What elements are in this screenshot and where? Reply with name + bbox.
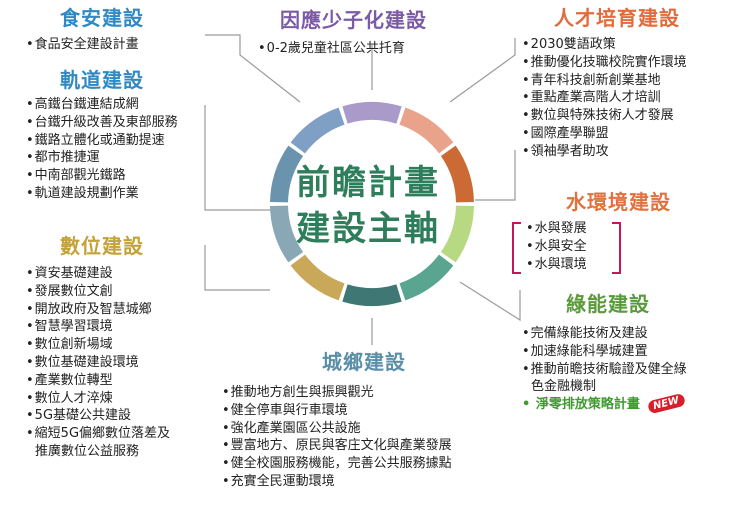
list-childcare: 0-2歲兒童社區公共托育 — [258, 40, 405, 58]
list-item: 數位人才淬煉 — [26, 390, 170, 408]
center-title-line1: 前瞻計畫 — [296, 163, 440, 203]
list-item: 重點產業高階人才培訓 — [522, 89, 687, 107]
list-item: 青年科技創新創業基地 — [522, 72, 687, 90]
list-item: 產業數位轉型 — [26, 372, 170, 390]
list-item: 2030雙語政策 — [522, 36, 687, 54]
wheel-segment — [270, 205, 304, 263]
list-item: 充實全民運動環境 — [222, 473, 452, 491]
list-item: 0-2歲兒童社區公共托育 — [258, 40, 405, 58]
list-item: 軌道建設規劃作業 — [26, 185, 178, 203]
list-item: 高鐵台鐵連結成網 — [26, 96, 178, 114]
list-item: 水與環境 — [526, 256, 587, 274]
list-item: 健全停車與行車環境 — [222, 402, 452, 420]
section-title-rail: 軌道建設 — [60, 68, 144, 92]
list-food-safety: 食品安全建設計畫 — [26, 36, 139, 54]
list-urban: 推動地方創生與振興觀光 健全停車與行車環境 強化產業園區公共設施 豐富地方、原民… — [222, 384, 452, 491]
list-green: 完備綠能技術及建設 加速綠能科學城建置 推動前瞻技術驗證及健全綠 色金融機制 淨… — [522, 325, 687, 415]
section-title-urban: 城鄉建設 — [322, 350, 406, 374]
list-item: 數位基礎建設環境 — [26, 354, 170, 372]
list-item: 推動前瞻技術驗證及健全綠 — [522, 361, 687, 379]
list-item-continued: 色金融機制 — [531, 379, 597, 395]
list-item: 國際產學聯盟 — [522, 125, 687, 143]
bracket-right — [612, 222, 621, 274]
list-item: 鐵路立體化或通勤提速 — [26, 132, 178, 150]
list-item: 智慧學習環境 — [26, 318, 170, 336]
list-item: 水與發展 — [526, 220, 587, 238]
list-item: 資安基礎建設 — [26, 265, 170, 283]
list-item: 完備綠能技術及建設 — [522, 325, 687, 343]
list-item: 數位創新場域 — [26, 336, 170, 354]
list-item: 水與安全 — [526, 238, 587, 256]
section-title-childcare: 因應少子化建設 — [280, 8, 427, 32]
section-title-digital: 數位建設 — [60, 234, 144, 258]
new-badge: NEW — [647, 392, 687, 415]
wheel-segment — [342, 102, 402, 124]
list-item: 發展數位文創 — [26, 283, 170, 301]
wheel-segment — [440, 205, 474, 263]
list-item-new: 淨零排放策略計畫 NEW — [522, 392, 687, 415]
list-item: 縮短5G偏鄉數位落差及 — [26, 425, 170, 443]
list-water: 水與發展 水與安全 水與環境 — [526, 220, 587, 273]
center-title: 前瞻計畫 建設主軸 — [268, 160, 468, 252]
list-item: 5G基礎公共建設 — [26, 407, 170, 425]
center-title-line2: 建設主軸 — [296, 209, 440, 249]
wheel-segment — [440, 145, 474, 203]
section-title-talent: 人才培育建設 — [554, 6, 680, 30]
new-item-label: 淨零排放策略計畫 — [535, 397, 640, 413]
list-item: 數位與特殊技術人才發展 — [522, 107, 687, 125]
list-digital: 資安基礎建設 發展數位文創 開放政府及智慧城鄉 智慧學習環境 數位創新場域 數位… — [26, 265, 170, 461]
list-item: 推廣數位公益服務 — [35, 443, 140, 459]
list-item: 開放政府及智慧城鄉 — [26, 301, 170, 319]
wheel-segment — [290, 107, 345, 154]
wheel-center-disk — [288, 120, 456, 288]
list-item: 健全校園服務機能，完善公共服務據點 — [222, 455, 452, 473]
wheel-segment — [342, 284, 402, 306]
list-item: 台鐵升級改善及東部服務 — [26, 114, 178, 132]
list-item: 食品安全建設計畫 — [26, 36, 139, 54]
bracket-left — [512, 222, 521, 274]
section-title-food-safety: 食安建設 — [60, 6, 144, 30]
list-item: 中南部觀光鐵路 — [26, 167, 178, 185]
section-title-water: 水環境建設 — [566, 190, 671, 214]
list-item: 推動優化技職校院實作環境 — [522, 54, 687, 72]
section-title-green: 綠能建設 — [566, 292, 650, 316]
list-item: 領袖學者助攻 — [522, 143, 687, 161]
list-item: 都市推捷運 — [26, 149, 178, 167]
list-rail: 高鐵台鐵連結成網 台鐵升級改善及東部服務 鐵路立體化或通勤提速 都市推捷運 中南… — [26, 96, 178, 203]
wheel-segment — [399, 254, 454, 301]
list-talent: 2030雙語政策 推動優化技職校院實作環境 青年科技創新創業基地 重點產業高階人… — [522, 36, 687, 161]
wheel-segment — [270, 145, 304, 203]
list-item: 色金融機制 — [522, 378, 687, 396]
list-item: 加速綠能科學城建置 — [522, 343, 687, 361]
list-item: 強化產業園區公共設施 — [222, 420, 452, 438]
list-item: 推動地方創生與振興觀光 — [222, 384, 452, 402]
wheel-segment — [290, 254, 345, 301]
list-item: 豐富地方、原民與客庄文化與產業發展 — [222, 437, 452, 455]
wheel-segment — [399, 107, 454, 154]
